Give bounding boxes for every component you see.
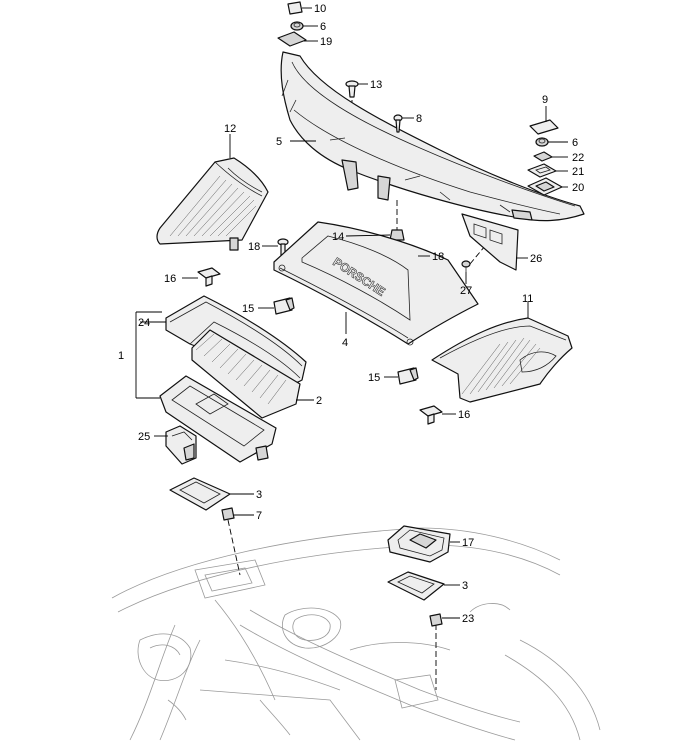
callout-18-right: 18 xyxy=(432,251,444,263)
part-6-nut-top xyxy=(290,21,304,31)
part-11-right-side-cover xyxy=(431,317,573,403)
part-4-centre-cover: PORSCHE xyxy=(273,221,479,346)
callout-3-left: 3 xyxy=(256,489,262,501)
part-12-left-side-cover xyxy=(156,157,269,251)
part-6-nut-right xyxy=(535,137,549,147)
callout-15-top: 15 xyxy=(242,303,254,315)
callout-7: 7 xyxy=(256,510,262,522)
part-10-cap xyxy=(287,1,303,15)
callout-2: 2 xyxy=(316,395,322,407)
part-27-pin xyxy=(461,260,471,272)
callout-10: 10 xyxy=(314,3,326,15)
part-16-cap-bottom xyxy=(419,405,443,425)
part-21-seal xyxy=(527,163,557,178)
callout-14: 14 xyxy=(332,231,344,243)
callout-21: 21 xyxy=(572,166,584,178)
callout-4: 4 xyxy=(342,337,348,349)
callout-26: 26 xyxy=(530,253,542,265)
part-17-cover xyxy=(387,525,451,563)
part-25-bracket xyxy=(165,425,197,465)
callout-labels: 10 6 19 13 8 5 12 9 6 22 21 20 14 18 18 … xyxy=(118,3,584,625)
part-9-cover xyxy=(529,119,559,135)
callout-12: 12 xyxy=(224,123,236,135)
car-body-outline xyxy=(111,527,601,741)
part-26-bracket xyxy=(461,213,519,271)
part-5-cowl-panel xyxy=(280,51,585,222)
leader-lines xyxy=(140,7,568,619)
part-14-clip xyxy=(389,229,405,241)
callout-19: 19 xyxy=(320,36,332,48)
callout-16-top: 16 xyxy=(164,273,176,285)
group-1-bracket xyxy=(135,311,162,399)
part-2-filter-element xyxy=(191,329,301,419)
callout-27: 27 xyxy=(460,285,472,297)
part-16-cap-top xyxy=(197,267,221,287)
callout-25: 25 xyxy=(138,431,150,443)
callout-6-top: 6 xyxy=(320,21,326,33)
part-3-gasket-left xyxy=(169,477,231,511)
part-1-filter-housing xyxy=(159,375,277,463)
callout-9: 9 xyxy=(542,94,548,106)
callout-8: 8 xyxy=(416,113,422,125)
part-3-gasket-right xyxy=(387,571,445,601)
part-24-filter-housing-cover xyxy=(165,295,307,385)
part-23-clip xyxy=(429,613,443,627)
callout-18-left: 18 xyxy=(248,241,260,253)
callout-15-bottom: 15 xyxy=(368,372,380,384)
callout-5: 5 xyxy=(276,136,282,148)
callout-24: 24 xyxy=(138,317,150,329)
callout-22: 22 xyxy=(572,152,584,164)
part-13-clip xyxy=(345,80,359,98)
callout-17: 17 xyxy=(462,537,474,549)
part-7-nut xyxy=(221,507,235,521)
part-22-washer xyxy=(533,151,553,162)
callout-11: 11 xyxy=(522,293,533,305)
callout-3-right: 3 xyxy=(462,580,468,592)
callout-20: 20 xyxy=(572,182,584,194)
callout-16-bottom: 16 xyxy=(458,409,470,421)
part-19-seal xyxy=(277,31,307,47)
callout-6-right: 6 xyxy=(572,137,578,149)
part-15-clip-top xyxy=(273,297,295,315)
callout-23: 23 xyxy=(462,613,474,625)
callout-1: 1 xyxy=(118,350,124,362)
part-15-clip-bottom xyxy=(397,367,419,385)
callout-13: 13 xyxy=(370,79,382,91)
part-20-gasket xyxy=(527,177,563,196)
